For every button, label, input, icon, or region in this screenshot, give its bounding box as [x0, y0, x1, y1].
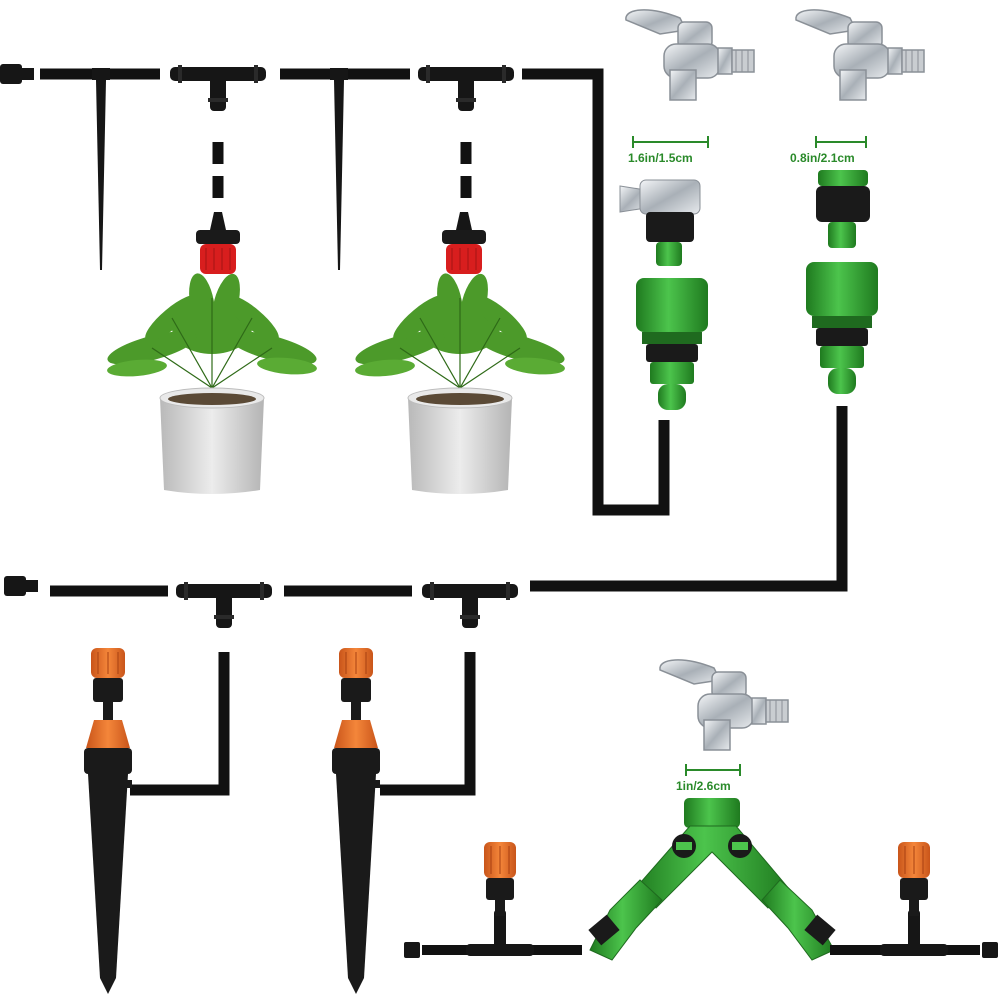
orange-sprinkler-icon — [331, 647, 381, 995]
faucet-icon — [795, 9, 925, 101]
orange-sprinkler-icon — [83, 647, 133, 995]
tee-connector-icon — [466, 910, 534, 956]
hose-clamp-adapter — [619, 179, 701, 266]
quick-connector-icon — [806, 262, 878, 394]
tee-connector-icon — [176, 582, 272, 628]
faucet-assembly-2: 0.8in/2.1cm — [530, 9, 925, 592]
faucet-icon — [625, 9, 755, 101]
top-drip-line — [0, 64, 670, 516]
faucet-icon — [659, 659, 789, 751]
drip-stake-1 — [92, 68, 110, 270]
bottom-end-plug-left — [404, 942, 420, 958]
measurement-label-1: 1.6in/1.5cm — [628, 151, 693, 165]
drip-stake-2 — [330, 68, 348, 270]
faucet-assembly-1: 1.6in/1.5cm — [619, 9, 755, 410]
middle-drop-tube — [380, 652, 476, 796]
tee-connector-icon — [880, 910, 948, 956]
splitter-assembly: 1in/2.6cm — [404, 659, 998, 961]
quick-connector-icon — [588, 879, 663, 961]
tap-adapter — [816, 170, 870, 248]
orange-sprinkler-icon — [483, 841, 517, 917]
measurement-label-3: 1in/2.6cm — [676, 779, 731, 793]
tee-connector-icon — [170, 65, 266, 111]
red-dripper-icon — [441, 211, 487, 275]
orange-sprinkler-icon — [897, 841, 931, 917]
tee-connector-icon — [418, 65, 514, 111]
measurement-label-2: 0.8in/2.1cm — [790, 151, 855, 165]
middle-drop-tube — [130, 652, 230, 796]
red-dripper-icon — [195, 211, 241, 275]
top-end-plug — [0, 64, 34, 84]
faucet-2-tube — [530, 406, 848, 592]
bottom-end-plug-right — [982, 942, 998, 958]
quick-connector-icon — [636, 278, 708, 410]
quick-connector-icon — [761, 879, 836, 961]
middle-sprinkler-line — [4, 576, 518, 995]
potted-fern-icon — [103, 270, 321, 495]
potted-fern-icon — [351, 270, 569, 495]
top-tube — [40, 68, 670, 516]
middle-end-plug — [4, 576, 38, 596]
tee-connector-icon — [422, 582, 518, 628]
y-splitter-icon — [633, 798, 791, 909]
